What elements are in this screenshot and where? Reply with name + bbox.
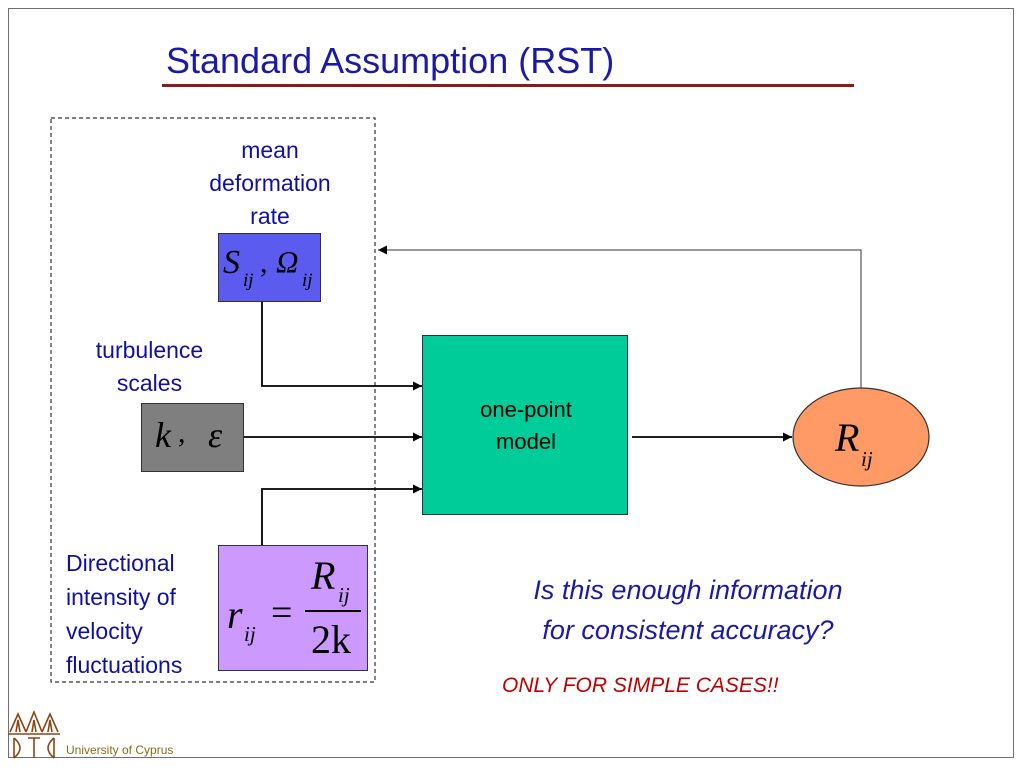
label-line: scales bbox=[116, 370, 183, 396]
fraction-bar bbox=[305, 610, 361, 612]
intensity-symbol: r bbox=[227, 592, 243, 637]
label-line: deformation bbox=[209, 170, 331, 196]
mean-deformation-label: mean deformation rate bbox=[185, 134, 355, 233]
question-line: for consistent accuracy? bbox=[542, 615, 834, 645]
arrow-deformation-to-model bbox=[261, 302, 422, 391]
slide-title: Standard Assumption (RST) bbox=[166, 40, 615, 81]
separator: , bbox=[260, 246, 268, 279]
directional-intensity-label: Directional intensity of velocity fluctu… bbox=[66, 546, 216, 682]
logo-letter-left bbox=[13, 737, 21, 759]
dissipation-symbol: ε bbox=[208, 415, 223, 455]
equals-sign: = bbox=[271, 592, 293, 634]
intensity-subscript: ij bbox=[244, 622, 256, 646]
label-line: fluctuations bbox=[66, 652, 183, 678]
university-logo bbox=[8, 709, 60, 759]
strain-rate-symbol: S bbox=[223, 244, 240, 281]
question-text: Is this enough information for consisten… bbox=[470, 570, 906, 650]
turbulence-scales-box: k , ε bbox=[141, 403, 244, 472]
label-line: Directional bbox=[66, 550, 175, 576]
turbulence-scales-label: turbulence scales bbox=[72, 334, 227, 400]
reynolds-stress-subscript: ij bbox=[861, 447, 873, 471]
question-line: Is this enough information bbox=[533, 575, 843, 605]
logo-letter-right bbox=[47, 737, 55, 759]
numerator-symbol: R bbox=[311, 553, 336, 598]
title-underline bbox=[162, 84, 854, 87]
directional-intensity-box: r ij = R ij 2k bbox=[218, 545, 368, 671]
label-line: rate bbox=[250, 203, 290, 229]
slide-frame bbox=[8, 8, 1014, 758]
strain-rate-subscript: ij bbox=[243, 270, 254, 291]
numerator-subscript: ij bbox=[338, 583, 350, 607]
label-line: velocity bbox=[66, 618, 143, 644]
rotation-rate-subscript: ij bbox=[302, 270, 313, 291]
logo-leaf-left bbox=[9, 712, 27, 733]
denominator: 2k bbox=[311, 617, 351, 662]
model-label-line: model bbox=[496, 429, 556, 454]
rotation-rate-symbol: Ω bbox=[276, 244, 299, 279]
answer-text: ONLY FOR SIMPLE CASES!! bbox=[502, 674, 779, 697]
label-line: mean bbox=[241, 137, 299, 163]
label-line: turbulence bbox=[95, 337, 204, 363]
label-line: intensity of bbox=[66, 584, 176, 610]
input-group-dashed-box bbox=[50, 117, 376, 683]
one-point-model-box: one-point model bbox=[422, 335, 628, 515]
reynolds-stress-symbol: R bbox=[835, 415, 860, 460]
logo-leaf-right bbox=[41, 712, 59, 733]
model-label-line: one-point bbox=[480, 397, 572, 422]
reynolds-stress-ellipse bbox=[792, 387, 930, 487]
logo-column bbox=[28, 737, 40, 758]
arrow-intensity-to-model bbox=[261, 484, 422, 545]
output-ellipse-shape bbox=[792, 387, 930, 487]
feedback-arrow bbox=[378, 245, 862, 388]
model-label: one-point model bbox=[423, 394, 629, 458]
kinetic-energy-symbol: k bbox=[155, 415, 171, 455]
separator: , bbox=[178, 416, 186, 449]
mean-deformation-box: S ij , Ω ij bbox=[218, 233, 321, 302]
logo-leaf-center bbox=[25, 709, 43, 733]
footer-university-name: University of Cyprus bbox=[66, 743, 174, 757]
